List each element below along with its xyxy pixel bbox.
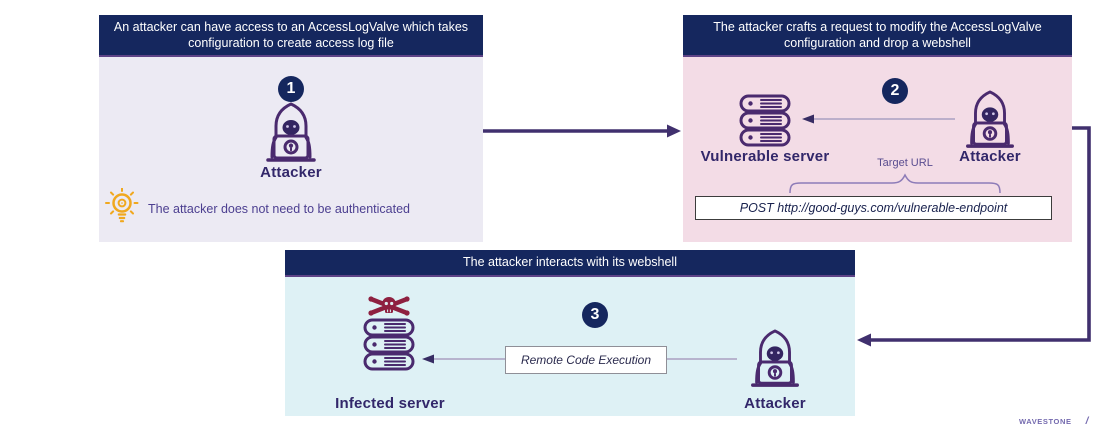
- step3-header: The attacker interacts with its webshell: [285, 250, 855, 277]
- step2-number-badge: 2: [882, 78, 908, 104]
- skull-crossbones-icon: [368, 296, 409, 315]
- attacker-icon: [266, 102, 316, 162]
- step3-panel: The attacker interacts with its webshell…: [285, 250, 855, 418]
- watermark-slash: /: [1085, 416, 1089, 427]
- wavestone-watermark: WAVESTONE /: [1019, 416, 1089, 427]
- step1-header: An attacker can have access to an Access…: [99, 15, 483, 57]
- step1-note: The attacker does not need to be authent…: [148, 202, 410, 216]
- attacker-icon: [751, 329, 799, 387]
- step3-body: 3 Infected server Remote Code Execution …: [285, 277, 855, 416]
- step2-server-label: Vulnerable server: [700, 148, 830, 165]
- infected-server-icon: [363, 295, 415, 371]
- step3-server-label: Infected server: [335, 395, 445, 412]
- rce-box: Remote Code Execution: [505, 346, 667, 374]
- target-url-brace: [789, 173, 1001, 194]
- lightbulb-icon: [104, 188, 140, 223]
- step1-body: 1 Attacker The attacker does not need to…: [99, 57, 483, 242]
- step2-attacker-label: Attacker: [959, 148, 1021, 165]
- server-icon: [739, 94, 791, 147]
- step1-panel: An attacker can have access to an Access…: [99, 15, 483, 244]
- step3-number-badge: 3: [582, 302, 608, 328]
- attacker-icon: [966, 90, 1014, 148]
- step1-number-badge: 1: [278, 76, 304, 102]
- step1-attacker-label: Attacker: [260, 164, 322, 181]
- step2-panel: The attacker crafts a request to modify …: [683, 15, 1072, 244]
- watermark-text: WAVESTONE: [1018, 417, 1072, 426]
- step2-body: 2 Vulnerable server Attacker Target URL …: [683, 57, 1072, 242]
- target-url-label: Target URL: [877, 157, 933, 169]
- request-arrow: [802, 114, 955, 124]
- step2-header: The attacker crafts a request to modify …: [683, 15, 1072, 57]
- arrow-step1-to-step2: [483, 124, 681, 138]
- post-request-box: POST http://good-guys.com/vulnerable-end…: [695, 196, 1052, 220]
- step3-attacker-label: Attacker: [744, 395, 806, 412]
